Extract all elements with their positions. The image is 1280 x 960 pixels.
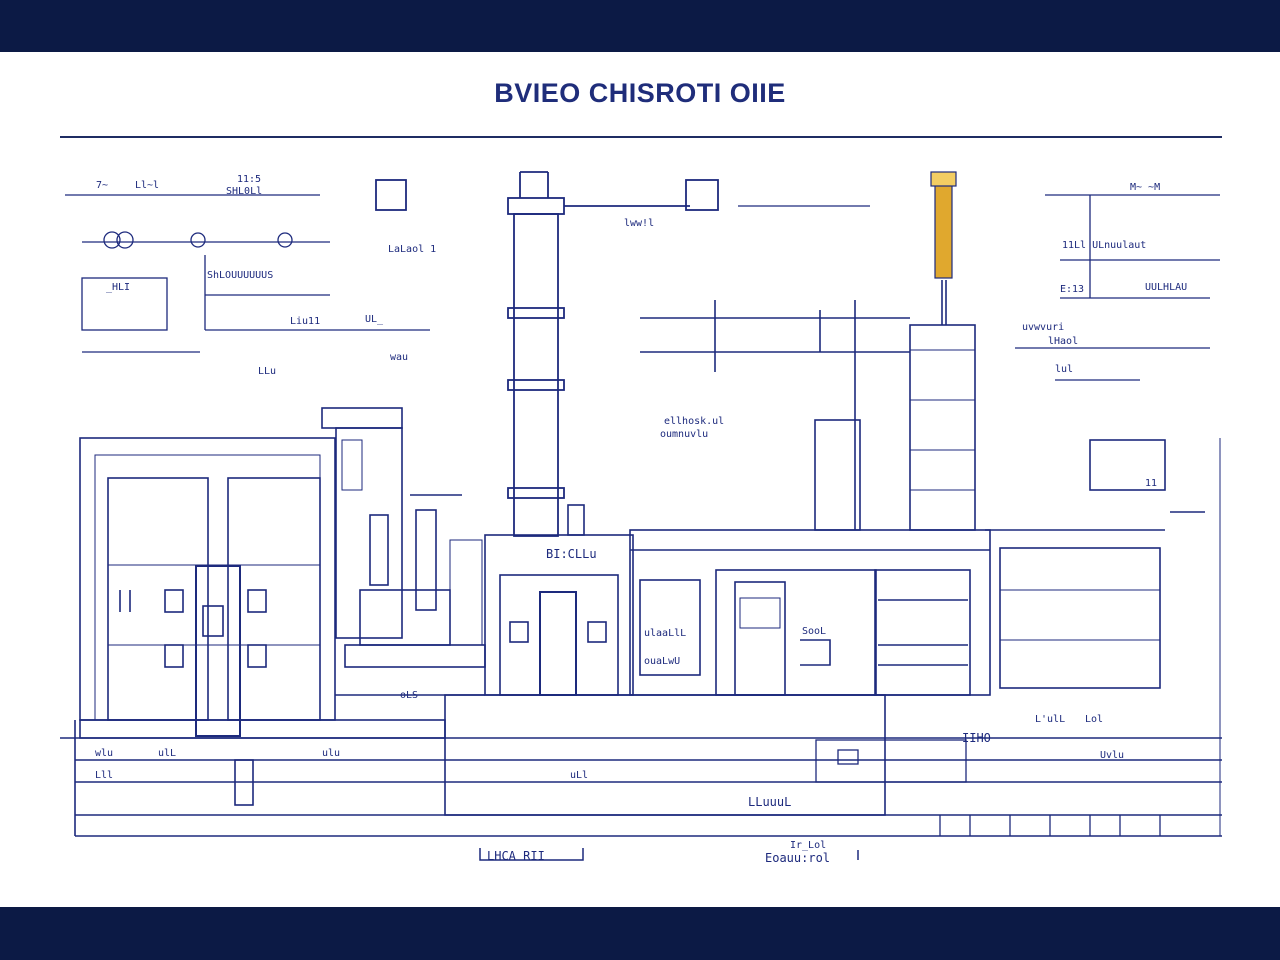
right-j-label: 11 [1145,478,1157,489]
lower-label-a: oLS [400,690,418,701]
center-note-label-b: oumnuvlu [660,429,708,440]
right-tower [640,280,1205,689]
top-left-label-d: SHL0Ll [226,186,262,197]
top-left-label-c: 11:5 [237,174,261,185]
central-stack [375,171,719,537]
left-building [79,437,446,806]
right-i-label: lul [1055,364,1073,375]
lower-label-b: wlu [95,748,113,759]
left-mid-label-d: LLu [258,366,276,377]
bottom-right-detail [815,739,1161,836]
lower-label-f: uLl [570,770,588,781]
lower-label-h: IIHO [962,731,991,745]
right-e-label: E:13 [1060,284,1084,295]
panel-label-a: BI:CLLu [546,547,597,561]
left-hl-label: _HLI [106,282,130,293]
lower-label-e: Lll [95,770,113,781]
lower-label-i: Lol [1085,714,1103,725]
top-left-label-a: 7~ [96,180,108,191]
panel-label-c: ouaLwU [644,656,680,667]
left-dimension-label: LaLaol 1 [388,244,436,255]
bottom-band [0,907,1280,960]
left-series-label: ShLOUUUUUUS [207,270,273,281]
footer-mid-label-b: Eoauu:rol [765,851,830,865]
left-mid-label-b: UL_ [365,314,384,325]
stack-note-label: lww!l [624,218,654,229]
panel-label-b: ulaaLlL [644,628,686,639]
left-mid-label-a: Liu11 [290,316,320,327]
top-right-schematic [738,194,1220,381]
yellow-pipe [930,171,957,279]
footer-brackets [479,848,859,861]
lower-label-j: L'ulL [1035,714,1065,725]
lower-label-c: ulL [158,748,176,759]
right-g-label: uvwvuri [1022,322,1064,333]
top-band [0,0,1280,52]
footer-mid-label-a: Ir_Lol [790,840,826,851]
lower-label-g: LLuuuL [748,795,791,809]
footer-left-label: LHCA RII [487,849,545,863]
top-left-label-b: Ll~l [135,180,159,191]
center-note-label-a: ellhosk.ul [664,416,724,427]
left-tower [321,407,486,696]
drawing-title: BVIEO CHISROTI OIIE [494,78,786,108]
title-rule [60,136,1222,138]
left-mid-label-c: wau [390,352,408,363]
panel-label-d: SooL [802,626,826,637]
right-h-label: lHaol [1048,336,1078,347]
lower-label-d: ulu [322,748,340,759]
right-head-label: 11Ll ULnuulaut [1062,240,1146,251]
top-left-schematic [65,194,430,353]
right-f-label: UULHLAU [1145,282,1187,293]
right-top-label: M~ ~M [1130,182,1160,193]
center-right-building [629,529,991,696]
lower-label-k: Uvlu [1100,750,1124,761]
